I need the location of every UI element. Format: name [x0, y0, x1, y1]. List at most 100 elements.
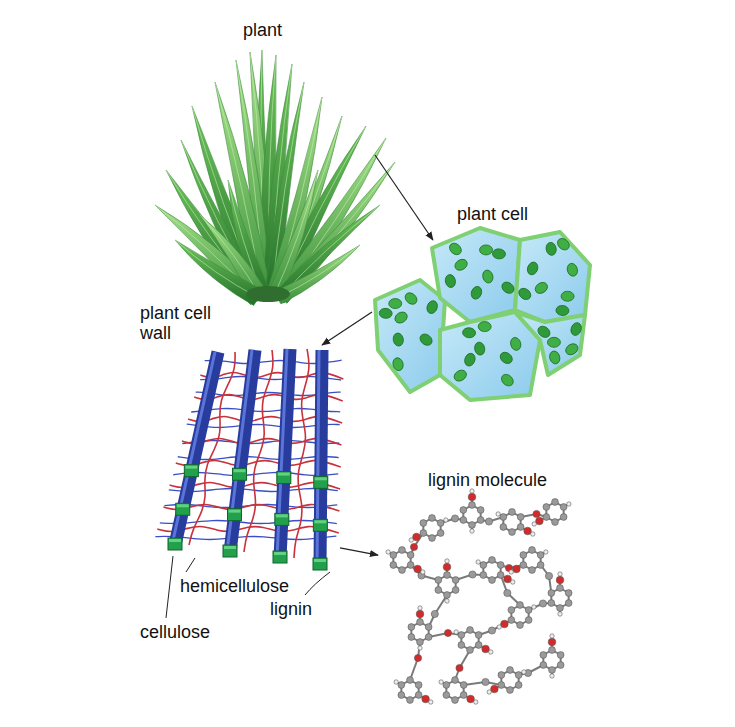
atom	[560, 504, 567, 511]
chloroplast	[481, 269, 494, 284]
cellulose-highlight	[317, 350, 319, 565]
atom	[501, 620, 509, 628]
atom	[443, 682, 450, 689]
atom	[470, 529, 474, 533]
atom	[413, 533, 421, 541]
atom	[549, 647, 556, 654]
atom	[532, 522, 536, 526]
atom	[398, 682, 405, 689]
atom	[557, 585, 564, 592]
cellulose-unit	[314, 476, 328, 488]
atom	[444, 518, 448, 522]
atom	[548, 638, 556, 646]
label-anchor: cellulose	[140, 622, 210, 642]
atom	[409, 538, 413, 542]
atom	[524, 527, 532, 535]
atom	[451, 515, 458, 522]
cellulose-unit-top	[229, 510, 241, 513]
chloroplast	[545, 242, 557, 257]
atom	[444, 592, 451, 599]
chloroplast	[526, 261, 540, 277]
cellulose-unit	[313, 519, 327, 531]
plant-base	[246, 286, 290, 302]
atom	[557, 652, 564, 659]
atom	[565, 590, 572, 597]
atom	[515, 672, 522, 679]
atom	[429, 515, 436, 522]
atom	[497, 572, 504, 579]
atom	[537, 552, 544, 559]
chloroplast	[389, 299, 402, 309]
atom	[480, 572, 487, 579]
chloroplast	[462, 327, 476, 338]
atom	[469, 502, 476, 509]
chloroplast	[425, 299, 439, 315]
atom	[508, 617, 515, 624]
atom	[420, 520, 427, 527]
connector-arrow	[375, 155, 433, 240]
atom	[488, 627, 495, 634]
cellulose-unit	[277, 472, 291, 484]
atom	[429, 535, 436, 542]
illustration-node: plant cell wall	[145, 345, 340, 560]
lignin-strand	[294, 349, 309, 558]
atom	[399, 567, 406, 574]
connector-arrow	[340, 548, 378, 555]
atom	[525, 617, 532, 624]
atom	[545, 572, 552, 579]
atom	[475, 642, 482, 649]
chloroplast	[463, 352, 477, 368]
chloroplast	[498, 350, 514, 366]
atom	[558, 572, 562, 576]
chloroplast	[418, 332, 434, 348]
illustration-node: plant cell	[372, 240, 592, 405]
atom	[497, 625, 501, 629]
atom	[498, 672, 505, 679]
atom	[460, 507, 467, 514]
atom	[460, 682, 467, 689]
atom	[536, 517, 544, 525]
atom	[444, 629, 451, 636]
atom	[544, 550, 548, 554]
chloroplast	[447, 241, 463, 257]
cellulose-unit-top	[315, 477, 327, 480]
cellulose-rod	[320, 350, 322, 565]
atom	[504, 589, 511, 596]
atom	[517, 622, 524, 629]
atom	[417, 619, 424, 626]
atom	[390, 562, 397, 569]
chloroplast	[452, 368, 468, 383]
atom	[525, 607, 532, 614]
chloroplast	[564, 342, 580, 357]
chloroplast	[533, 280, 549, 295]
part-label: hemicellulose	[180, 576, 289, 596]
plant-cell-illustration	[375, 228, 590, 400]
connector-arrow	[322, 312, 372, 345]
atom	[425, 634, 432, 641]
atom	[475, 632, 482, 639]
atom	[482, 678, 489, 685]
atom	[443, 692, 450, 699]
atom	[437, 520, 444, 527]
atom	[558, 612, 562, 616]
cellulose-unit-top	[185, 466, 197, 469]
cellulose-unit-top	[224, 546, 236, 549]
atom	[482, 645, 490, 653]
atom	[509, 570, 513, 574]
cellulose-unit	[176, 503, 190, 515]
atom	[496, 512, 500, 516]
leaf	[272, 138, 386, 303]
chloroplast	[548, 350, 561, 365]
atom	[520, 552, 527, 559]
atom	[467, 627, 474, 634]
atom	[517, 514, 524, 521]
chloroplast	[478, 322, 491, 332]
atom	[452, 577, 459, 584]
chloroplast	[556, 305, 570, 316]
cellulose-unit	[273, 551, 287, 563]
leader-line	[305, 572, 330, 595]
chloroplast	[480, 245, 493, 255]
atom	[480, 562, 487, 569]
atom	[491, 685, 499, 693]
atom	[439, 680, 443, 684]
